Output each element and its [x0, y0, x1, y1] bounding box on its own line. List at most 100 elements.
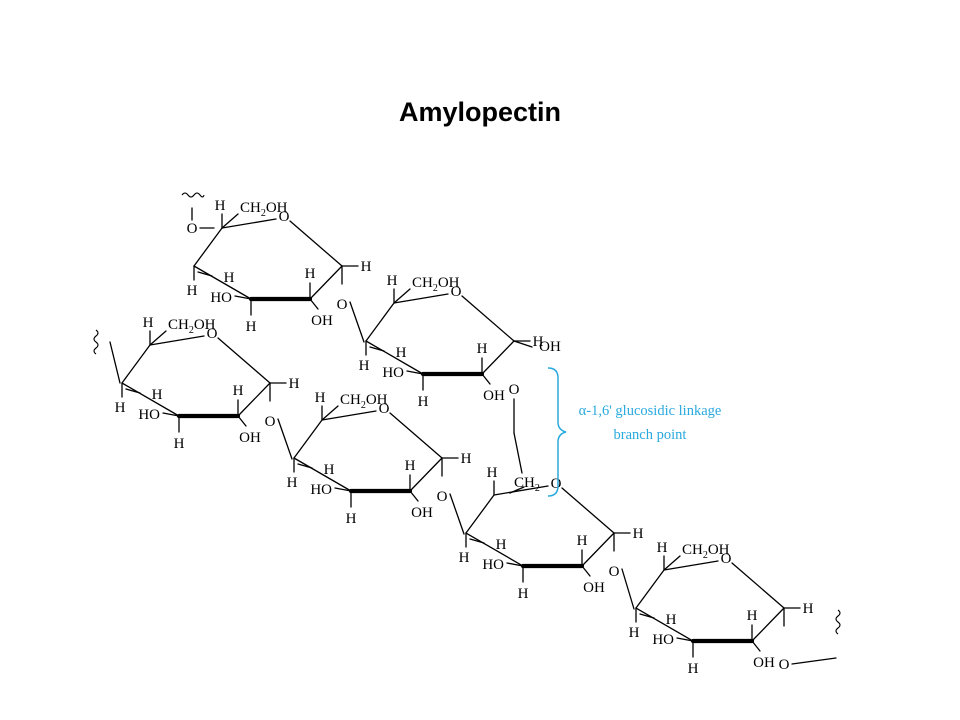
hydrogen-label: H — [174, 436, 185, 452]
hydrogen-label: H — [688, 661, 699, 677]
hydrogen-label: H — [152, 387, 163, 403]
ring-bond — [221, 218, 277, 229]
ch2oh-group-label: CH2OH — [340, 392, 388, 411]
hydrogen-label: H — [396, 345, 407, 361]
ring-bond — [731, 562, 785, 609]
substituent-bond — [237, 415, 247, 427]
hydroxyl-label: HO — [482, 557, 504, 573]
ring-bond — [365, 302, 395, 342]
glycosidic-oxygen-label: O — [265, 414, 276, 430]
ring-bond — [149, 335, 205, 346]
substituent-bond — [663, 555, 681, 571]
ring-bond — [465, 532, 524, 567]
ch2oh-group-label: CH2OH — [240, 200, 288, 219]
substituent-bond — [321, 405, 339, 421]
ring-oxygen-label: O — [451, 284, 462, 300]
substituent-bond — [506, 562, 524, 567]
hydrogen-label: H — [405, 458, 416, 474]
substituent-bond — [197, 271, 213, 277]
substituent-bond — [581, 565, 591, 577]
ring-bond — [217, 337, 271, 384]
hydroxyl-label: OH — [311, 313, 333, 329]
hydroxyl-label: HO — [310, 482, 332, 498]
ring-bond — [635, 607, 694, 642]
ring-bond — [481, 340, 515, 375]
substituent-bond — [513, 340, 533, 348]
hydroxyl-label: OH — [411, 505, 433, 521]
glycosidic-oxygen-label: O — [779, 657, 790, 673]
wavy-chain-end-left — [93, 329, 99, 355]
ring-oxygen-label: O — [207, 326, 218, 342]
hydrogen-label: H — [461, 451, 472, 467]
glycosidic-oxygen-label: O — [437, 489, 448, 505]
hydrogen-label: H — [496, 537, 507, 553]
hydrogen-label: H — [633, 526, 644, 542]
wavy-chain-end-right — [835, 609, 841, 635]
hydrogen-label: H — [577, 533, 588, 549]
glycosidic-bond — [277, 418, 293, 460]
page-title: Amylopectin — [398, 97, 562, 127]
ring-bond — [581, 532, 615, 567]
hydrogen-label: H — [315, 390, 326, 406]
hydroxyl-label: HO — [652, 632, 674, 648]
ring-oxygen-label: O — [279, 209, 290, 225]
ring-oxygen-label: O — [379, 401, 390, 417]
hydrogen-label: H — [289, 376, 300, 392]
hydrogen-label: H — [361, 259, 372, 275]
hydrogen-label: H — [233, 383, 244, 399]
ring-bond — [461, 295, 515, 342]
hydrogen-label: H — [477, 341, 488, 357]
glycosidic-oxygen-label: O — [609, 564, 620, 580]
chain-bond — [109, 341, 121, 384]
substituent-bond — [162, 412, 180, 417]
substituent-bond — [149, 330, 167, 346]
branch-point-brace — [547, 367, 567, 497]
ch2-branch-label: CH2 — [514, 475, 540, 494]
substituent-bond — [221, 213, 239, 229]
chain-bond — [791, 657, 837, 665]
hydrogen-label: H — [143, 315, 154, 331]
substituent-bond — [309, 298, 319, 310]
hydrogen-label: H — [487, 465, 498, 481]
hydrogen-label: H — [533, 334, 544, 350]
branch-oxygen-label: O — [509, 382, 520, 398]
hydroxyl-label: OH — [753, 655, 775, 671]
hydrogen-label: H — [518, 586, 529, 602]
substituent-bond — [334, 487, 352, 492]
ring-bond — [663, 560, 719, 571]
substituent-bond — [409, 490, 419, 502]
ring-bond — [365, 340, 424, 375]
substituent-bond — [393, 288, 411, 304]
ring-bond — [193, 265, 252, 300]
hydroxyl-label: HO — [138, 407, 160, 423]
ring-bond — [193, 227, 223, 267]
glycosidic-oxygen-label: O — [337, 297, 348, 313]
ring-bond — [293, 457, 352, 492]
substituent-bond — [297, 463, 313, 469]
ring-bond — [393, 293, 449, 304]
ring-bond — [237, 382, 271, 417]
ring-bond — [121, 382, 180, 417]
hydrogen-label: H — [287, 475, 298, 491]
hydrogen-label: H — [418, 394, 429, 410]
ring-bond — [493, 485, 549, 496]
hydroxyl-label: HO — [382, 365, 404, 381]
annotation-line-1: α-1,6' glucosidic linkage — [579, 403, 722, 419]
hydrogen-label: H — [115, 400, 126, 416]
hydroxyl-label: HO — [210, 290, 232, 306]
substituent-bond — [469, 538, 485, 544]
hydrogen-label: H — [666, 612, 677, 628]
substituent-bond — [406, 370, 424, 375]
hydrogen-label: H — [803, 601, 814, 617]
hydrogen-label: H — [359, 358, 370, 374]
hydrogen-label: H — [387, 273, 398, 289]
ring-bond — [751, 607, 785, 642]
ring-bond — [389, 412, 443, 459]
ring-bond — [465, 494, 495, 534]
